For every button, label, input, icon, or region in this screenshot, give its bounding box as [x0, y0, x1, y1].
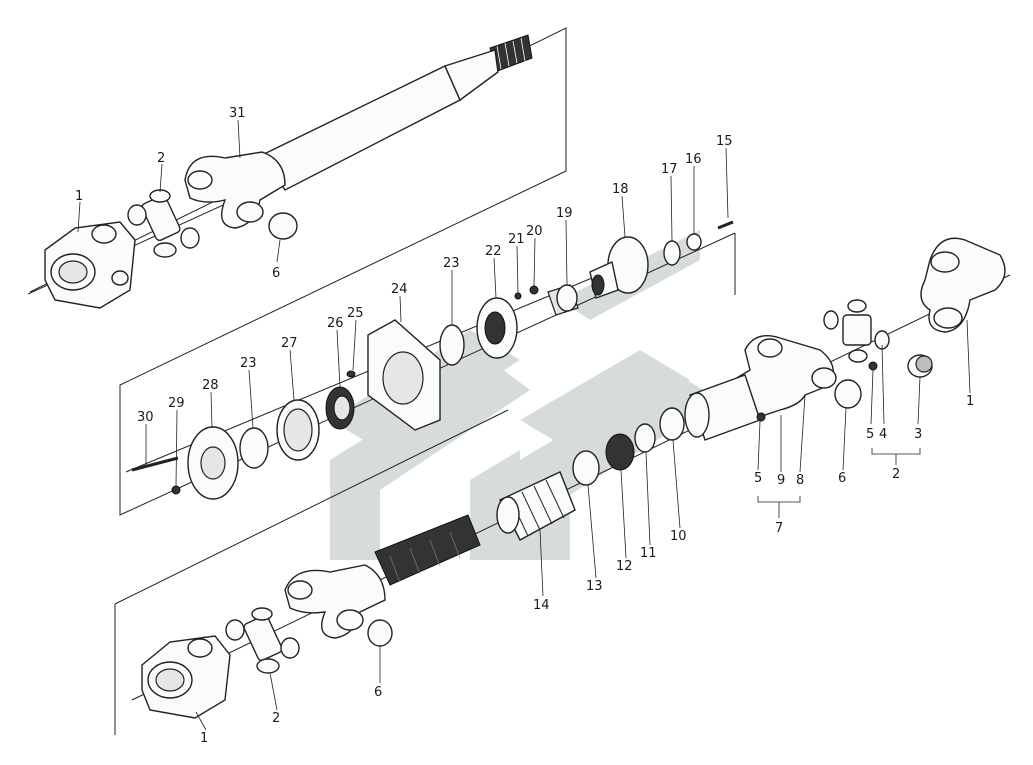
callout-6-right: 6 [838, 471, 846, 486]
callout-8: 8 [796, 473, 804, 488]
callout-23-mid-left: 23 [240, 356, 257, 371]
callout-20: 20 [526, 224, 543, 239]
callout-1-bottom: 1 [200, 731, 208, 746]
callout-2-top: 2 [157, 151, 165, 166]
callout-28: 28 [202, 378, 219, 393]
callout-30: 30 [137, 410, 154, 425]
callout-24: 24 [391, 282, 408, 297]
callout-3: 3 [914, 427, 922, 442]
intermediate-bearing-assembly [131, 220, 734, 500]
callout-5-right: 5 [866, 427, 874, 442]
callout-13: 13 [586, 579, 603, 594]
callout-18: 18 [612, 182, 629, 197]
callout-5-mid: 5 [754, 471, 762, 486]
callout-27: 27 [281, 336, 298, 351]
callout-16: 16 [685, 152, 702, 167]
callout-1-top: 1 [75, 189, 83, 204]
callout-14: 14 [533, 598, 550, 613]
callout-4: 4 [879, 427, 887, 442]
callout-2-right: 2 [892, 467, 900, 482]
callout-25: 25 [347, 306, 364, 321]
callout-23-mid-right: 23 [443, 256, 460, 271]
callout-26: 26 [327, 316, 344, 331]
callout-6-top: 6 [272, 266, 280, 281]
callout-11: 11 [640, 546, 657, 561]
bottom-driveshaft [141, 237, 1006, 719]
callout-2-bottom: 2 [272, 711, 280, 726]
callout-17: 17 [661, 162, 678, 177]
callout-10: 10 [670, 529, 687, 544]
callout-12: 12 [616, 559, 633, 574]
callout-19: 19 [556, 206, 573, 221]
leader-lines [77, 119, 971, 731]
callout-6-bottom: 6 [374, 685, 382, 700]
callout-1-right: 1 [966, 394, 974, 409]
callout-15: 15 [716, 134, 733, 149]
top-driveshaft [44, 34, 533, 309]
callout-31: 31 [229, 106, 246, 121]
callout-labels: 31 2 1 6 15 16 17 18 19 20 21 22 23 24 2… [75, 106, 974, 746]
callout-22: 22 [485, 244, 502, 259]
callout-29: 29 [168, 396, 185, 411]
callout-21: 21 [508, 232, 525, 247]
callout-7: 7 [775, 521, 783, 536]
callout-9: 9 [777, 473, 785, 488]
